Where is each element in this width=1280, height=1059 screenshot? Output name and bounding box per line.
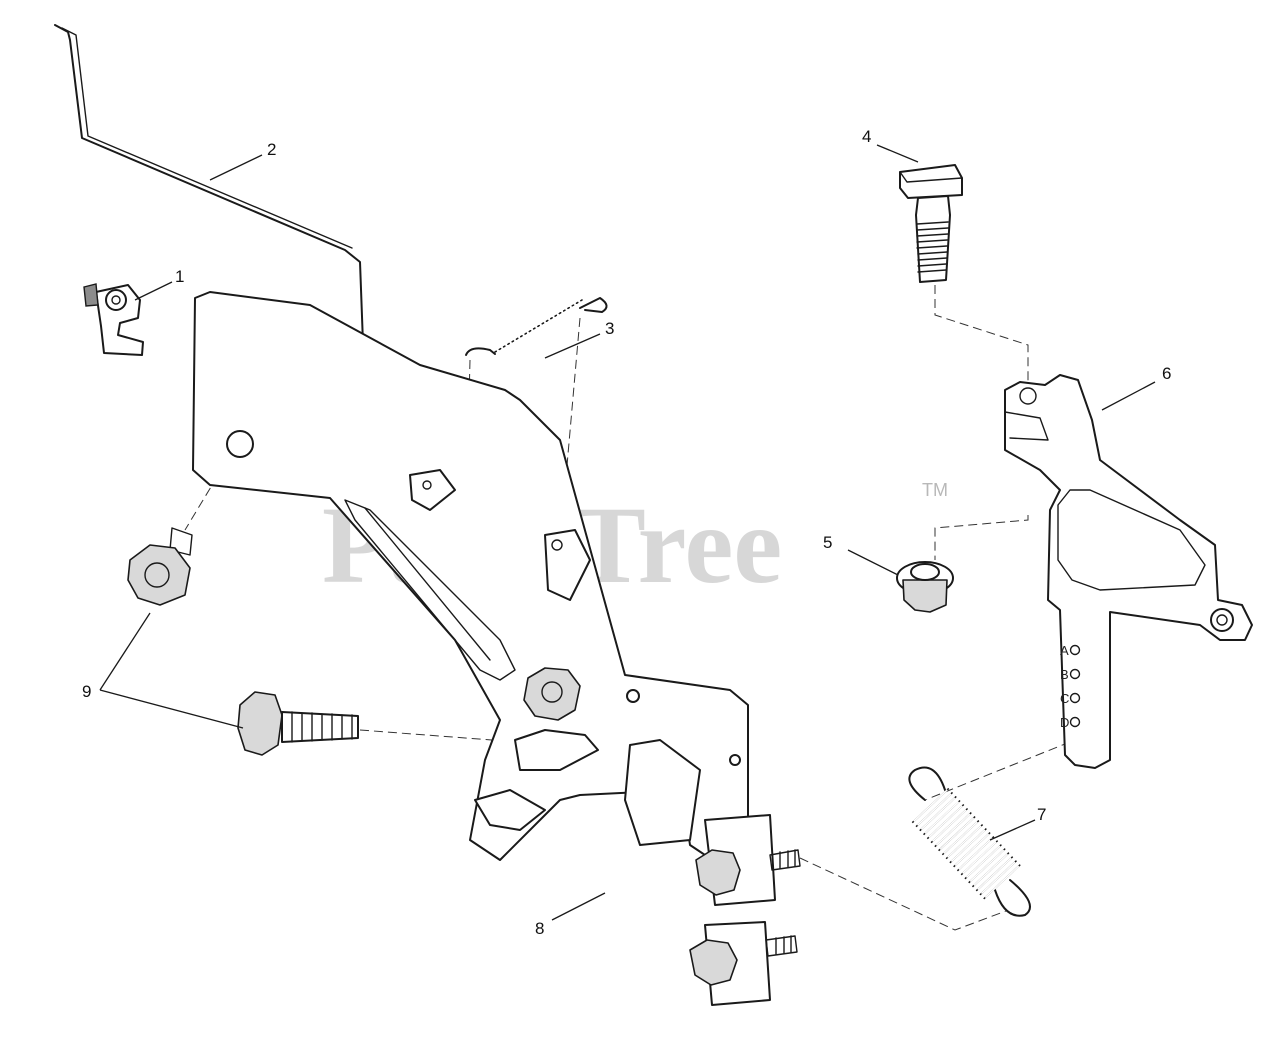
part-8-control-bracket	[192, 291, 749, 861]
part-9-hex-bolt-long	[237, 691, 359, 756]
callout-9: 9	[82, 682, 91, 701]
callout-4: 4	[862, 127, 871, 146]
callout-8: 8	[535, 919, 544, 938]
bracket-hex-nut-upper	[523, 667, 581, 721]
callout-6: 6	[1162, 364, 1171, 383]
part-3-spring	[465, 297, 608, 356]
position-label-c: C	[1060, 691, 1069, 706]
position-label-d: D	[1060, 715, 1069, 730]
bracket-adjuster-lower	[689, 921, 798, 1006]
part-5-flange-nut	[896, 561, 954, 613]
callout-3: 3	[605, 319, 614, 338]
part-7-spring	[908, 766, 1031, 917]
callout-labels: 1 2 3 4 5 6 7 8 9	[82, 127, 1171, 938]
callout-2: 2	[267, 140, 276, 159]
bracket-adjuster-upper	[695, 814, 801, 906]
callout-5: 5	[823, 533, 832, 552]
part-9-hex-bolt-short	[127, 527, 193, 606]
watermark-trademark: TM	[922, 480, 948, 500]
callout-1: 1	[175, 267, 184, 286]
position-label-b: B	[1060, 667, 1069, 682]
callout-leaders	[99, 144, 1156, 921]
part-6-governor-lever: A B C D	[1004, 374, 1253, 769]
part-1-rod-clip	[83, 283, 144, 356]
position-label-a: A	[1060, 643, 1069, 658]
part-4-t-bolt	[899, 164, 963, 283]
callout-7: 7	[1037, 805, 1046, 824]
